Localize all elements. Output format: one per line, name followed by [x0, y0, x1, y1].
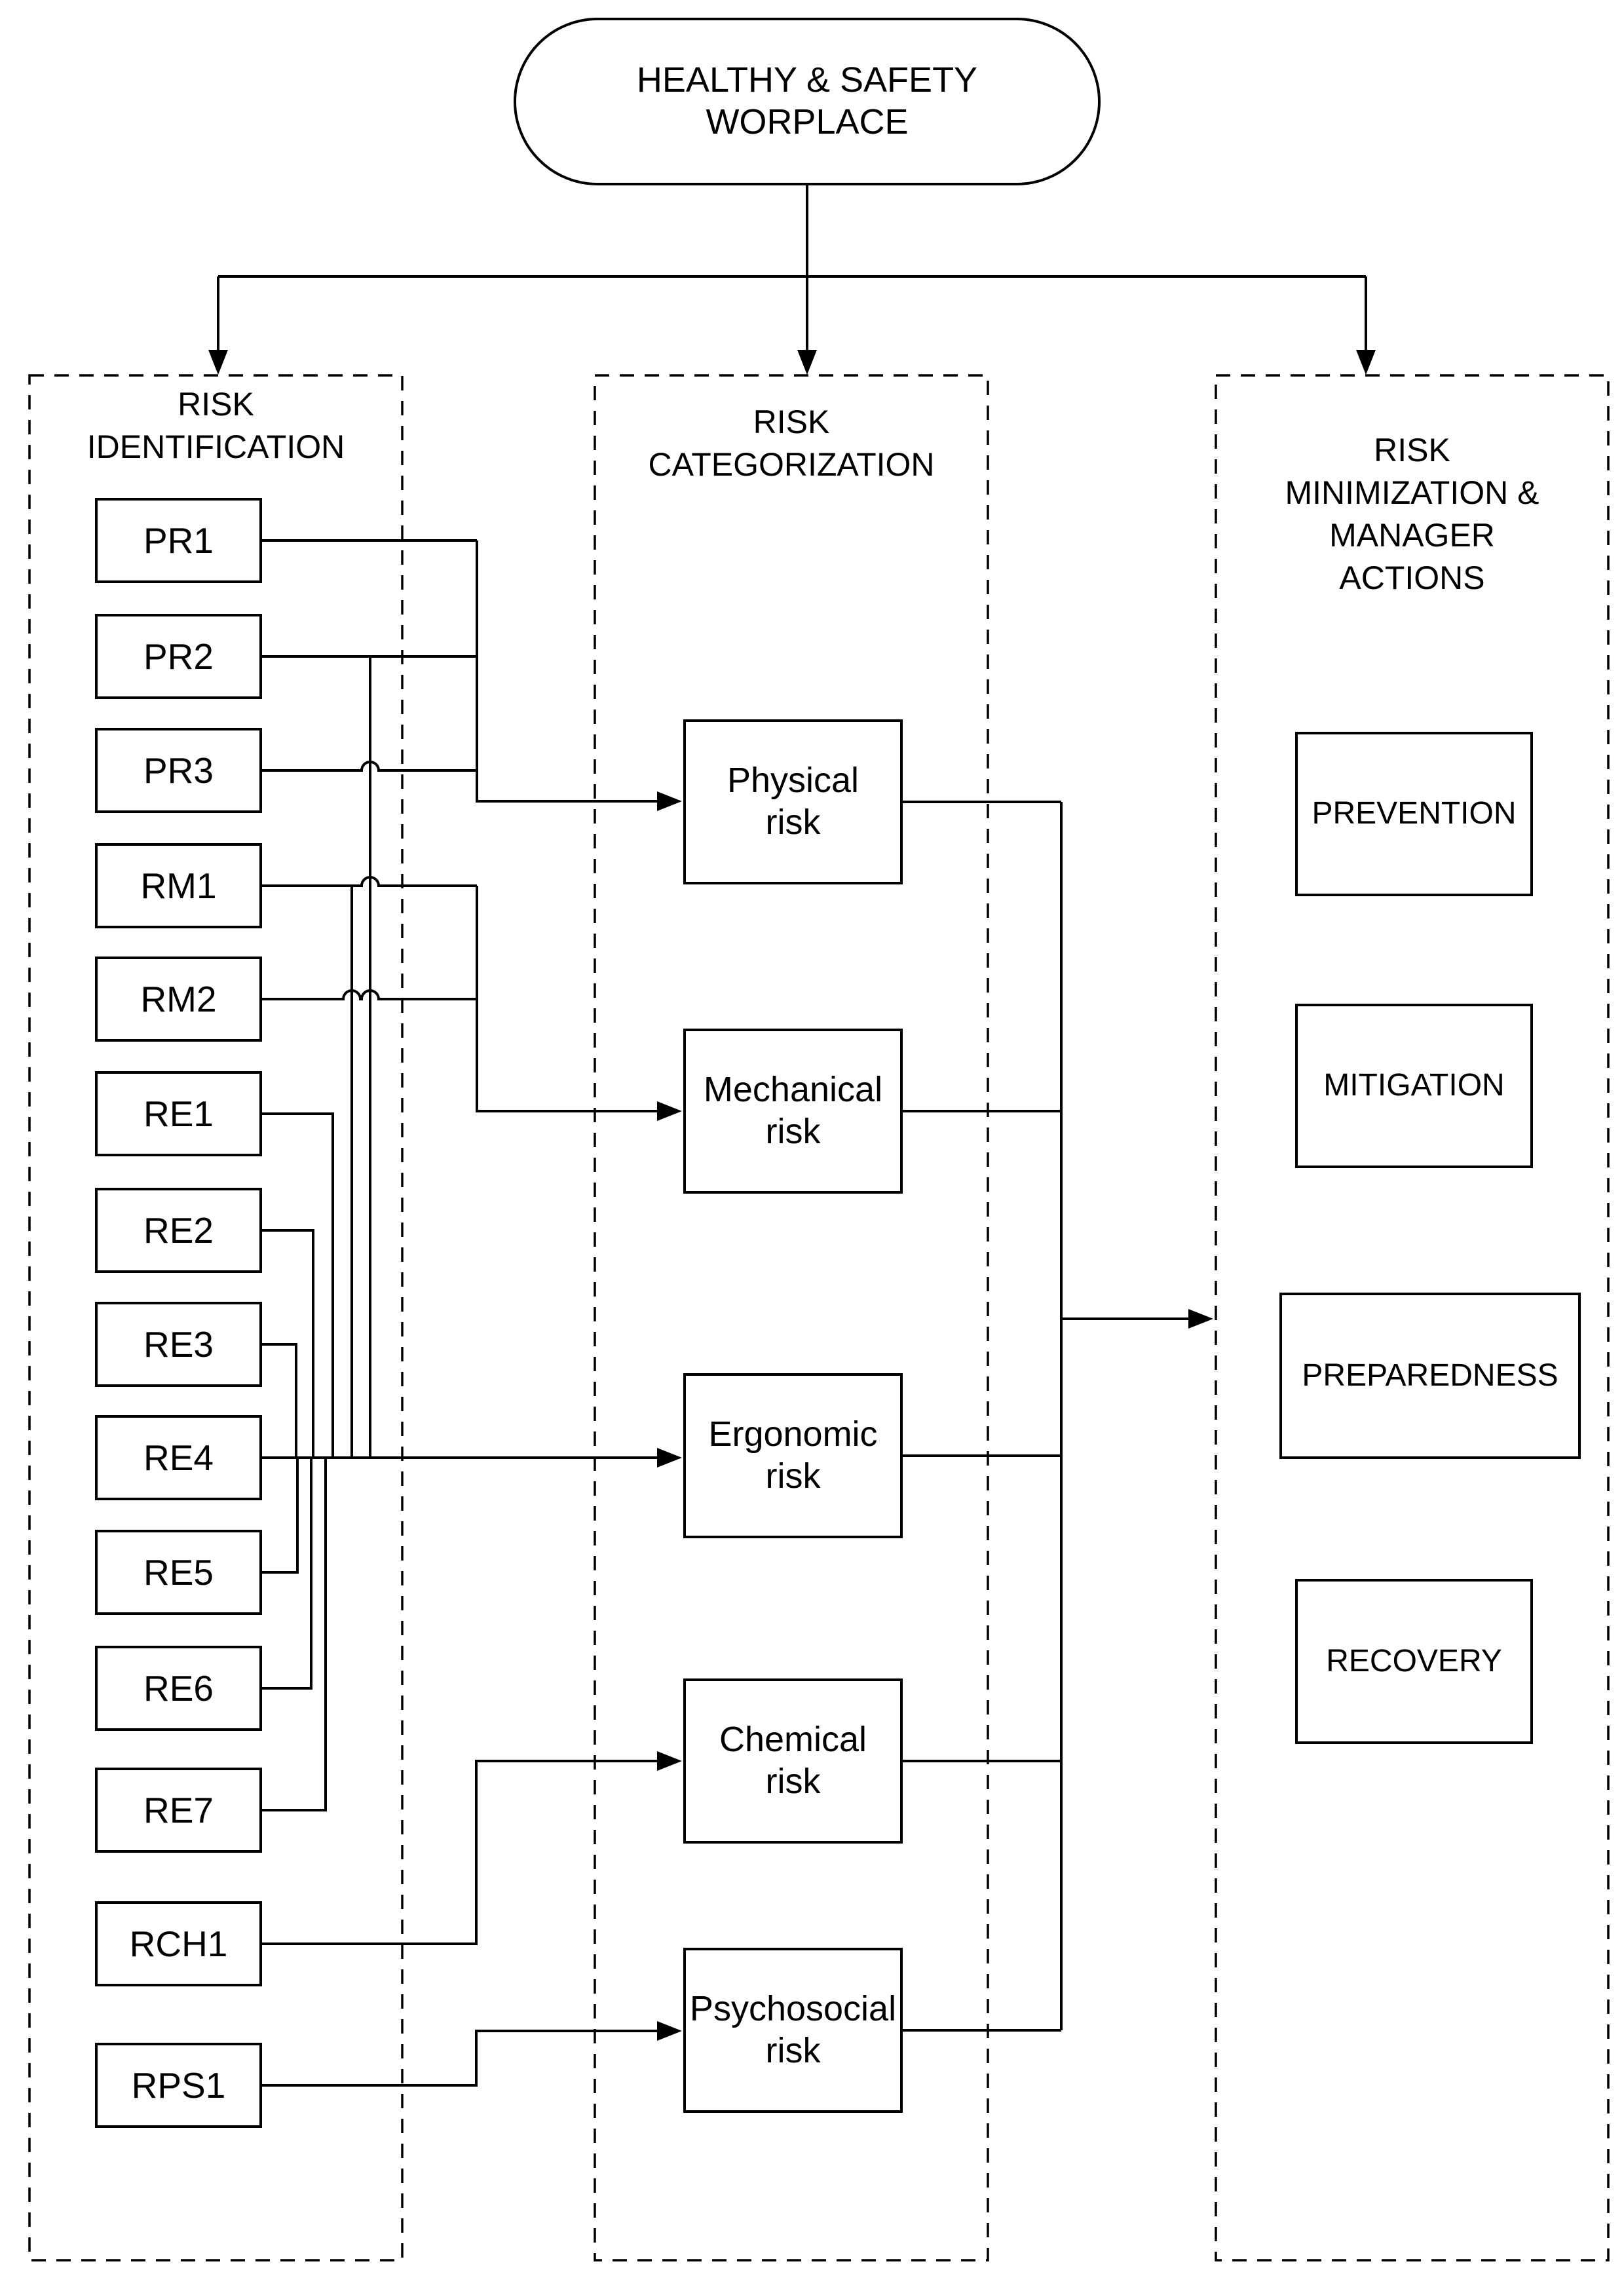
node-label: RM2	[140, 978, 217, 1019]
node-re4: RE4	[95, 1415, 262, 1500]
node-label: PR2	[143, 635, 214, 677]
wire-rch1-chemical	[262, 1760, 658, 1945]
title-line: RISK	[753, 404, 830, 440]
node-physical-risk: Physical risk	[683, 719, 903, 884]
node-label: RCH1	[129, 1923, 228, 1964]
node-recovery: RECOVERY	[1295, 1579, 1533, 1744]
arrowhead-into-physical	[657, 791, 682, 811]
node-label: PREVENTION	[1312, 796, 1517, 831]
node-psychosocial-risk: Psychosocial risk	[683, 1948, 903, 2113]
arrowhead-down-left-column	[208, 350, 228, 375]
arrowheads	[208, 350, 1376, 2041]
node-label: PR3	[143, 749, 214, 791]
node-label-line1: Psychosocial	[689, 1989, 897, 2029]
node-label: PR1	[143, 520, 214, 561]
node-re2: RE2	[95, 1188, 262, 1273]
wire-re6	[262, 1458, 312, 1690]
node-label: PREPAREDNESS	[1302, 1357, 1558, 1393]
node-mitigation: MITIGATION	[1295, 1004, 1533, 1168]
node-label: RE2	[143, 1209, 214, 1251]
node-pr3: PR3	[95, 728, 262, 813]
column-title-risk-minimization-manager-actions: RISK MINIMIZATION & MANAGER ACTIONS	[1216, 429, 1608, 599]
node-label: RECOVERY	[1326, 1643, 1502, 1678]
node-pr2: PR2	[95, 614, 262, 699]
connector-lines	[217, 185, 1367, 2087]
column-border-risk-identification	[28, 374, 404, 2262]
column-dashed-borders	[28, 374, 1610, 2262]
node-label-line1: Mechanical	[703, 1070, 883, 1110]
arrowhead-into-mechanical	[657, 1101, 682, 1121]
column-border-risk-minimization	[1215, 374, 1610, 2262]
node-label: RE4	[143, 1437, 214, 1478]
wire-re7	[262, 1458, 327, 1811]
arrowhead-into-actions-column	[1188, 1309, 1213, 1329]
node-rch1: RCH1	[95, 1901, 262, 1986]
node-rm2: RM2	[95, 957, 262, 1042]
wire-re5	[262, 1458, 299, 1574]
column-title-risk-categorization: RISK CATEGORIZATION	[595, 401, 988, 486]
node-re5: RE5	[95, 1530, 262, 1615]
node-rps1: RPS1	[95, 2043, 262, 2128]
node-chemical-risk: Chemical risk	[683, 1678, 903, 1844]
node-label-line2: risk	[765, 1112, 821, 1151]
title-line: RISK	[178, 386, 254, 423]
title-line: ACTIONS	[1339, 559, 1485, 596]
wire-trunk-mechanical	[476, 886, 658, 1112]
node-preparedness: PREPAREDNESS	[1279, 1293, 1581, 1459]
wire-re1	[262, 1112, 334, 1458]
node-label-line1: Ergonomic	[708, 1414, 878, 1454]
node-label: RE6	[143, 1667, 214, 1709]
node-re1: RE1	[95, 1071, 262, 1156]
arrowhead-down-right-column	[1356, 350, 1376, 375]
arrowhead-into-ergonomic	[657, 1448, 682, 1468]
wire-re2	[262, 1229, 314, 1458]
start-node-healthy-safety-workplace: HEALTHY & SAFETY WORPLACE	[514, 18, 1101, 185]
node-label: RM1	[140, 865, 217, 906]
wire-rps1-psychosocial	[262, 2030, 658, 2087]
node-label-line1: Chemical	[719, 1720, 867, 1760]
node-label-line2: risk	[765, 2031, 821, 2070]
node-mechanical-risk: Mechanical risk	[683, 1029, 903, 1194]
node-label: RPS1	[131, 2064, 226, 2106]
node-label-line2: risk	[765, 803, 821, 842]
title-line: RISK	[1374, 432, 1450, 468]
node-re3: RE3	[95, 1302, 262, 1387]
node-label: RE3	[143, 1323, 214, 1365]
node-label: RE7	[143, 1789, 214, 1830]
wire-trunk-physical	[476, 540, 658, 803]
node-label: RE5	[143, 1551, 214, 1593]
arrowhead-into-psychosocial	[657, 2021, 682, 2041]
title-line: MANAGER	[1329, 517, 1495, 554]
node-rm1: RM1	[95, 843, 262, 928]
start-node-line1: HEALTHY & SAFETY	[636, 60, 978, 100]
wire-rm2-with-hops	[262, 989, 477, 1000]
node-label: MITIGATION	[1323, 1068, 1505, 1103]
node-ergonomic-risk: Ergonomic risk	[683, 1373, 903, 1538]
node-label: RE1	[143, 1093, 214, 1134]
node-re7: RE7	[95, 1768, 262, 1853]
arrowhead-down-middle-column	[797, 350, 817, 375]
node-prevention: PREVENTION	[1295, 732, 1533, 896]
node-label-line1: Physical	[727, 761, 859, 801]
wire-re3	[262, 1343, 297, 1458]
node-label-line2: risk	[765, 1456, 821, 1496]
start-node-line2: WORPLACE	[706, 102, 909, 142]
title-line: MINIMIZATION &	[1285, 474, 1539, 511]
column-border-risk-categorization	[594, 374, 989, 2262]
node-re6: RE6	[95, 1646, 262, 1731]
node-pr1: PR1	[95, 498, 262, 583]
title-line: IDENTIFICATION	[86, 428, 345, 465]
title-line: CATEGORIZATION	[648, 446, 935, 483]
column-title-risk-identification: RISK IDENTIFICATION	[29, 383, 402, 468]
arrowhead-into-chemical	[657, 1751, 682, 1771]
node-label-line2: risk	[765, 1762, 821, 1801]
